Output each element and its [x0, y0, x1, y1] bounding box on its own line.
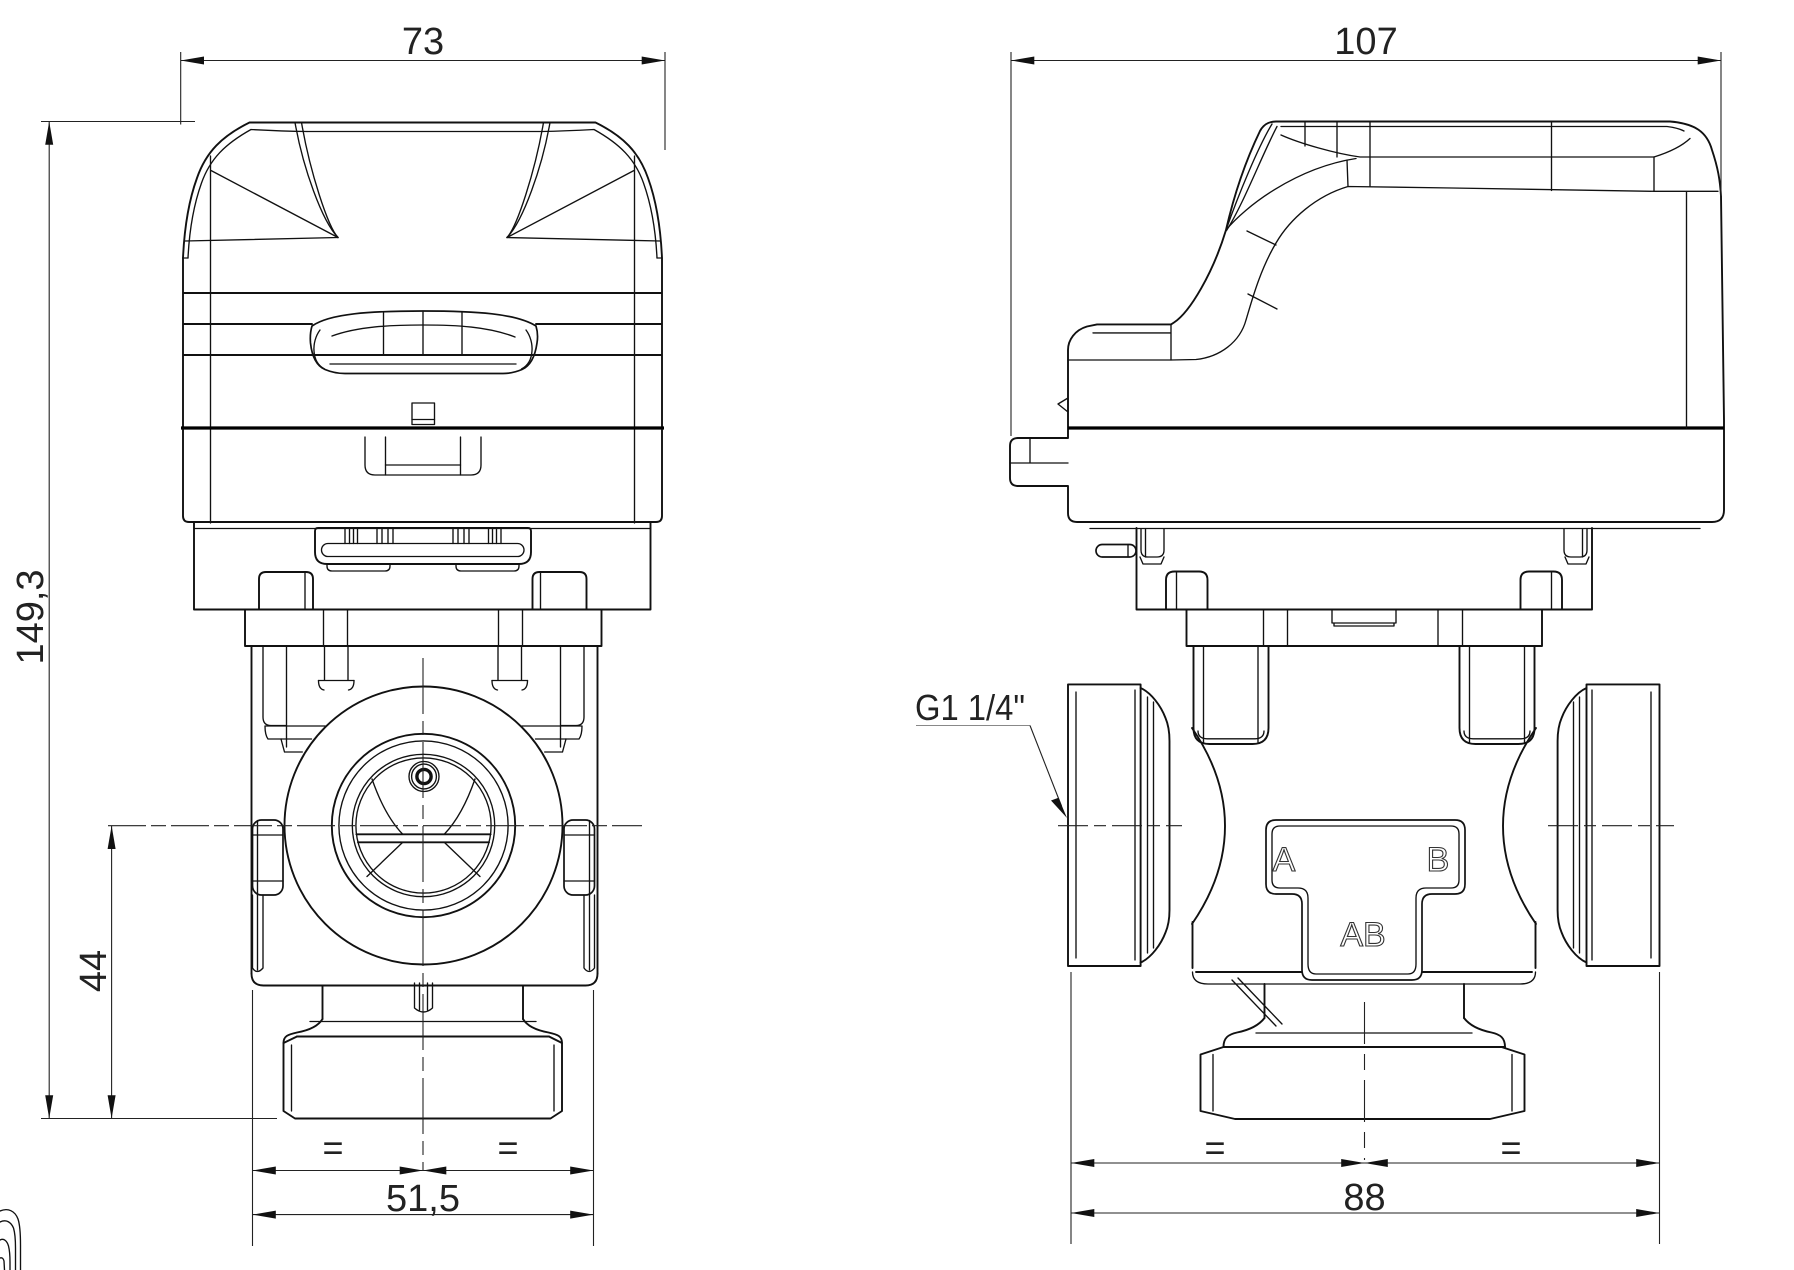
- svg-text:A: A: [1273, 841, 1296, 879]
- svg-text:G1 1/4": G1 1/4": [915, 687, 1025, 728]
- svg-text:B: B: [1427, 841, 1450, 879]
- svg-text:AB: AB: [1340, 916, 1385, 954]
- svg-text:=: =: [322, 1127, 343, 1168]
- svg-text:=: =: [1500, 1127, 1521, 1168]
- svg-text:=: =: [1204, 1127, 1225, 1168]
- svg-text:44: 44: [73, 950, 115, 992]
- svg-text:107: 107: [1334, 21, 1397, 63]
- svg-text:51,5: 51,5: [386, 1178, 460, 1220]
- svg-text:73: 73: [402, 21, 444, 63]
- svg-text:88: 88: [1343, 1177, 1385, 1219]
- svg-text:149,3: 149,3: [10, 569, 52, 664]
- svg-text:=: =: [497, 1127, 518, 1168]
